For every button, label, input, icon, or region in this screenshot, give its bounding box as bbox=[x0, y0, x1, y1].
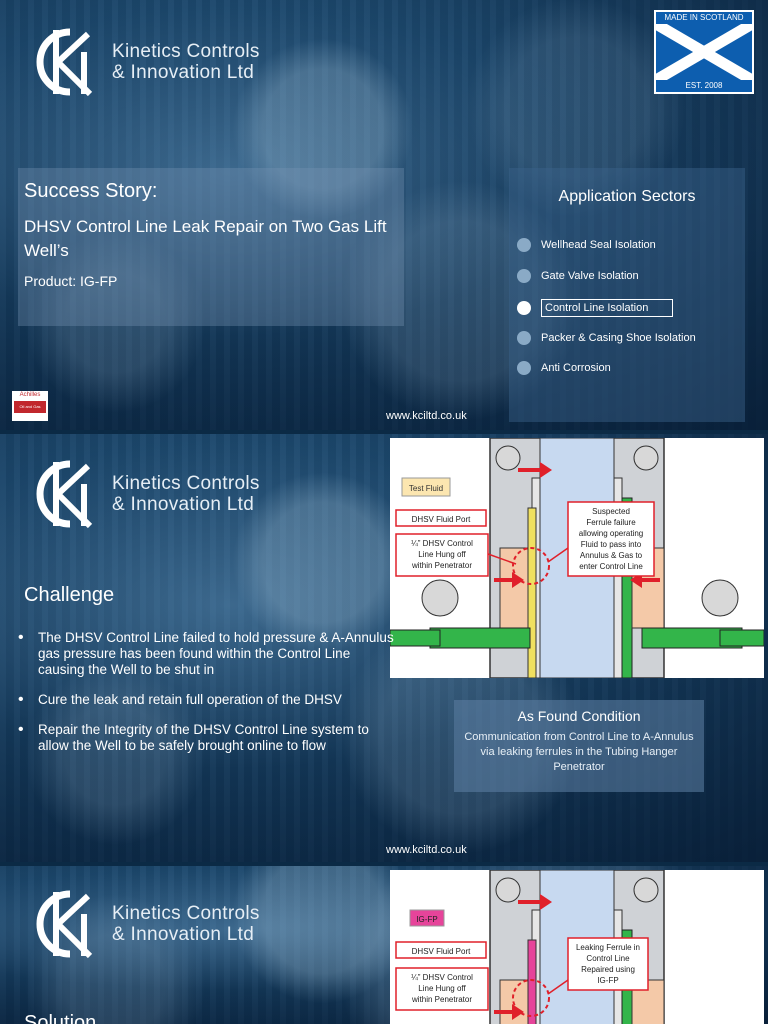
tubing-hanger-repair-diagram: IG-FP DHSV Fluid Port ¼” DHSV Control Li… bbox=[390, 870, 764, 1024]
diagram-control-line-1: ¼” DHSV Control bbox=[411, 973, 473, 982]
diagram-control-line-1: ¼” DHSV Control bbox=[411, 539, 473, 548]
sector-control-line-isolation[interactable]: Control Line Isolation bbox=[517, 299, 673, 317]
flag-bottom-text: EST. 2008 bbox=[656, 80, 752, 92]
list-item: The DHSV Control Line failed to hold pre… bbox=[18, 630, 398, 678]
diagram-callout-3: allowing operating bbox=[579, 529, 644, 538]
diagram-callout-4: IG-FP bbox=[597, 976, 618, 985]
flag-top-text: MADE IN SCOTLAND bbox=[656, 12, 752, 24]
sector-packer-casing-shoe-isolation[interactable]: Packer & Casing Shoe Isolation bbox=[517, 331, 696, 345]
brand-line-1: Kinetics Controls bbox=[112, 41, 260, 62]
kci-logo: Kinetics Controls & Innovation Ltd bbox=[18, 884, 260, 964]
solution-diagram: IG-FP DHSV Fluid Port ¼” DHSV Control Li… bbox=[390, 870, 764, 1024]
found-title: As Found Condition bbox=[517, 708, 641, 724]
sector-label: Control Line Isolation bbox=[541, 299, 673, 317]
sector-label: Packer & Casing Shoe Isolation bbox=[541, 332, 696, 344]
title-panel: Success Story: DHSV Control Line Leak Re… bbox=[18, 168, 404, 326]
brand-line-2: & Innovation Ltd bbox=[112, 924, 255, 945]
diagram-callout-5: Annulus & Gas to bbox=[580, 551, 643, 560]
kci-logo-icon bbox=[36, 890, 93, 959]
made-in-scotland-badge: MADE IN SCOTLAND EST. 2008 bbox=[654, 10, 754, 94]
list-item: Cure the leak and retain full operation … bbox=[18, 692, 398, 708]
kci-logo-icon bbox=[36, 28, 93, 97]
diagram-control-line-3: within Penetrator bbox=[411, 995, 472, 1004]
story-subtitle: DHSV Control Line Leak Repair on Two Gas… bbox=[24, 217, 387, 260]
kci-logo-icon bbox=[36, 460, 93, 529]
diagram-callout-3: Repaired using bbox=[581, 965, 635, 974]
sector-dot-icon bbox=[517, 269, 531, 283]
brand-line-2: & Innovation Ltd bbox=[112, 62, 255, 83]
sector-label: Gate Valve Isolation bbox=[541, 270, 639, 282]
kci-logo: Kinetics Controls & Innovation Ltd bbox=[18, 22, 260, 102]
challenge-bullets: The DHSV Control Line failed to hold pre… bbox=[18, 630, 398, 768]
diagram-callout-2: Control Line bbox=[586, 954, 630, 963]
challenge-heading: Challenge bbox=[24, 584, 115, 606]
brand-line-1: Kinetics Controls bbox=[112, 903, 260, 924]
website-link[interactable]: www.kciltd.co.uk bbox=[386, 844, 467, 856]
sector-dot-icon bbox=[517, 331, 531, 345]
diagram-control-line-3: within Penetrator bbox=[411, 561, 472, 570]
sector-wellhead-seal-isolation[interactable]: Wellhead Seal Isolation bbox=[517, 238, 656, 252]
sector-label: Anti Corrosion bbox=[541, 362, 611, 374]
diagram-callout-2: Ferrule failure bbox=[586, 518, 636, 527]
saltire-flag-icon bbox=[656, 24, 752, 80]
diagram-callout-1: Suspected bbox=[592, 507, 630, 516]
sectors-title: Application Sectors bbox=[558, 188, 696, 205]
solution-heading: Solution bbox=[24, 1012, 97, 1024]
diagram-callout-6: enter Control Line bbox=[579, 562, 643, 571]
website-link[interactable]: www.kciltd.co.uk bbox=[386, 410, 467, 422]
slide-solution: Kinetics Controls & Innovation Ltd IG-FP… bbox=[0, 866, 768, 1024]
slide-challenge: Kinetics Controls & Innovation Ltd bbox=[0, 434, 768, 862]
achilles-subtitle: Oil and Gas Europe bbox=[14, 401, 46, 421]
sector-anti-corrosion[interactable]: Anti Corrosion bbox=[517, 361, 611, 375]
application-sectors-panel: Application Sectors Wellhead Seal Isolat… bbox=[509, 168, 745, 422]
sector-dot-icon bbox=[517, 361, 531, 375]
found-text: Communication from Control Line to A-Ann… bbox=[464, 731, 694, 773]
sector-dot-active-icon bbox=[517, 301, 531, 315]
achilles-badge: Achilles Oil and Gas Europe bbox=[12, 391, 48, 421]
brand-line-2: & Innovation Ltd bbox=[112, 494, 255, 515]
sector-gate-valve-isolation[interactable]: Gate Valve Isolation bbox=[517, 269, 639, 283]
as-found-diagram: Test Fluid DHSV Fluid Port ¼” DHSV Contr… bbox=[390, 438, 764, 678]
diagram-control-line-2: Line Hung off bbox=[418, 550, 466, 559]
achilles-name: Achilles bbox=[19, 392, 41, 398]
diagram-callout-1: Leaking Ferrule in bbox=[576, 943, 640, 952]
as-found-condition-box: As Found Condition Communication from Co… bbox=[454, 700, 704, 792]
sector-dot-icon bbox=[517, 238, 531, 252]
diagram-control-line-2: Line Hung off bbox=[418, 984, 466, 993]
tubing-hanger-diagram: Test Fluid DHSV Fluid Port ¼” DHSV Contr… bbox=[390, 438, 764, 678]
sector-label: Wellhead Seal Isolation bbox=[541, 239, 656, 251]
diagram-ig-fp-tag: IG-FP bbox=[416, 915, 437, 924]
diagram-fluid-port: DHSV Fluid Port bbox=[412, 515, 471, 524]
slide-success-story: Kinetics Controls & Innovation Ltd MADE … bbox=[0, 0, 768, 430]
brand-line-1: Kinetics Controls bbox=[112, 473, 260, 494]
kci-logo: Kinetics Controls & Innovation Ltd bbox=[18, 454, 260, 534]
diagram-callout-4: Fluid to pass into bbox=[581, 540, 642, 549]
product-label: Product: IG-FP bbox=[24, 273, 118, 289]
page-title: Success Story: bbox=[24, 180, 158, 202]
diagram-test-fluid: Test Fluid bbox=[409, 484, 443, 493]
diagram-fluid-port: DHSV Fluid Port bbox=[412, 947, 471, 956]
list-item: Repair the Integrity of the DHSV Control… bbox=[18, 722, 398, 754]
